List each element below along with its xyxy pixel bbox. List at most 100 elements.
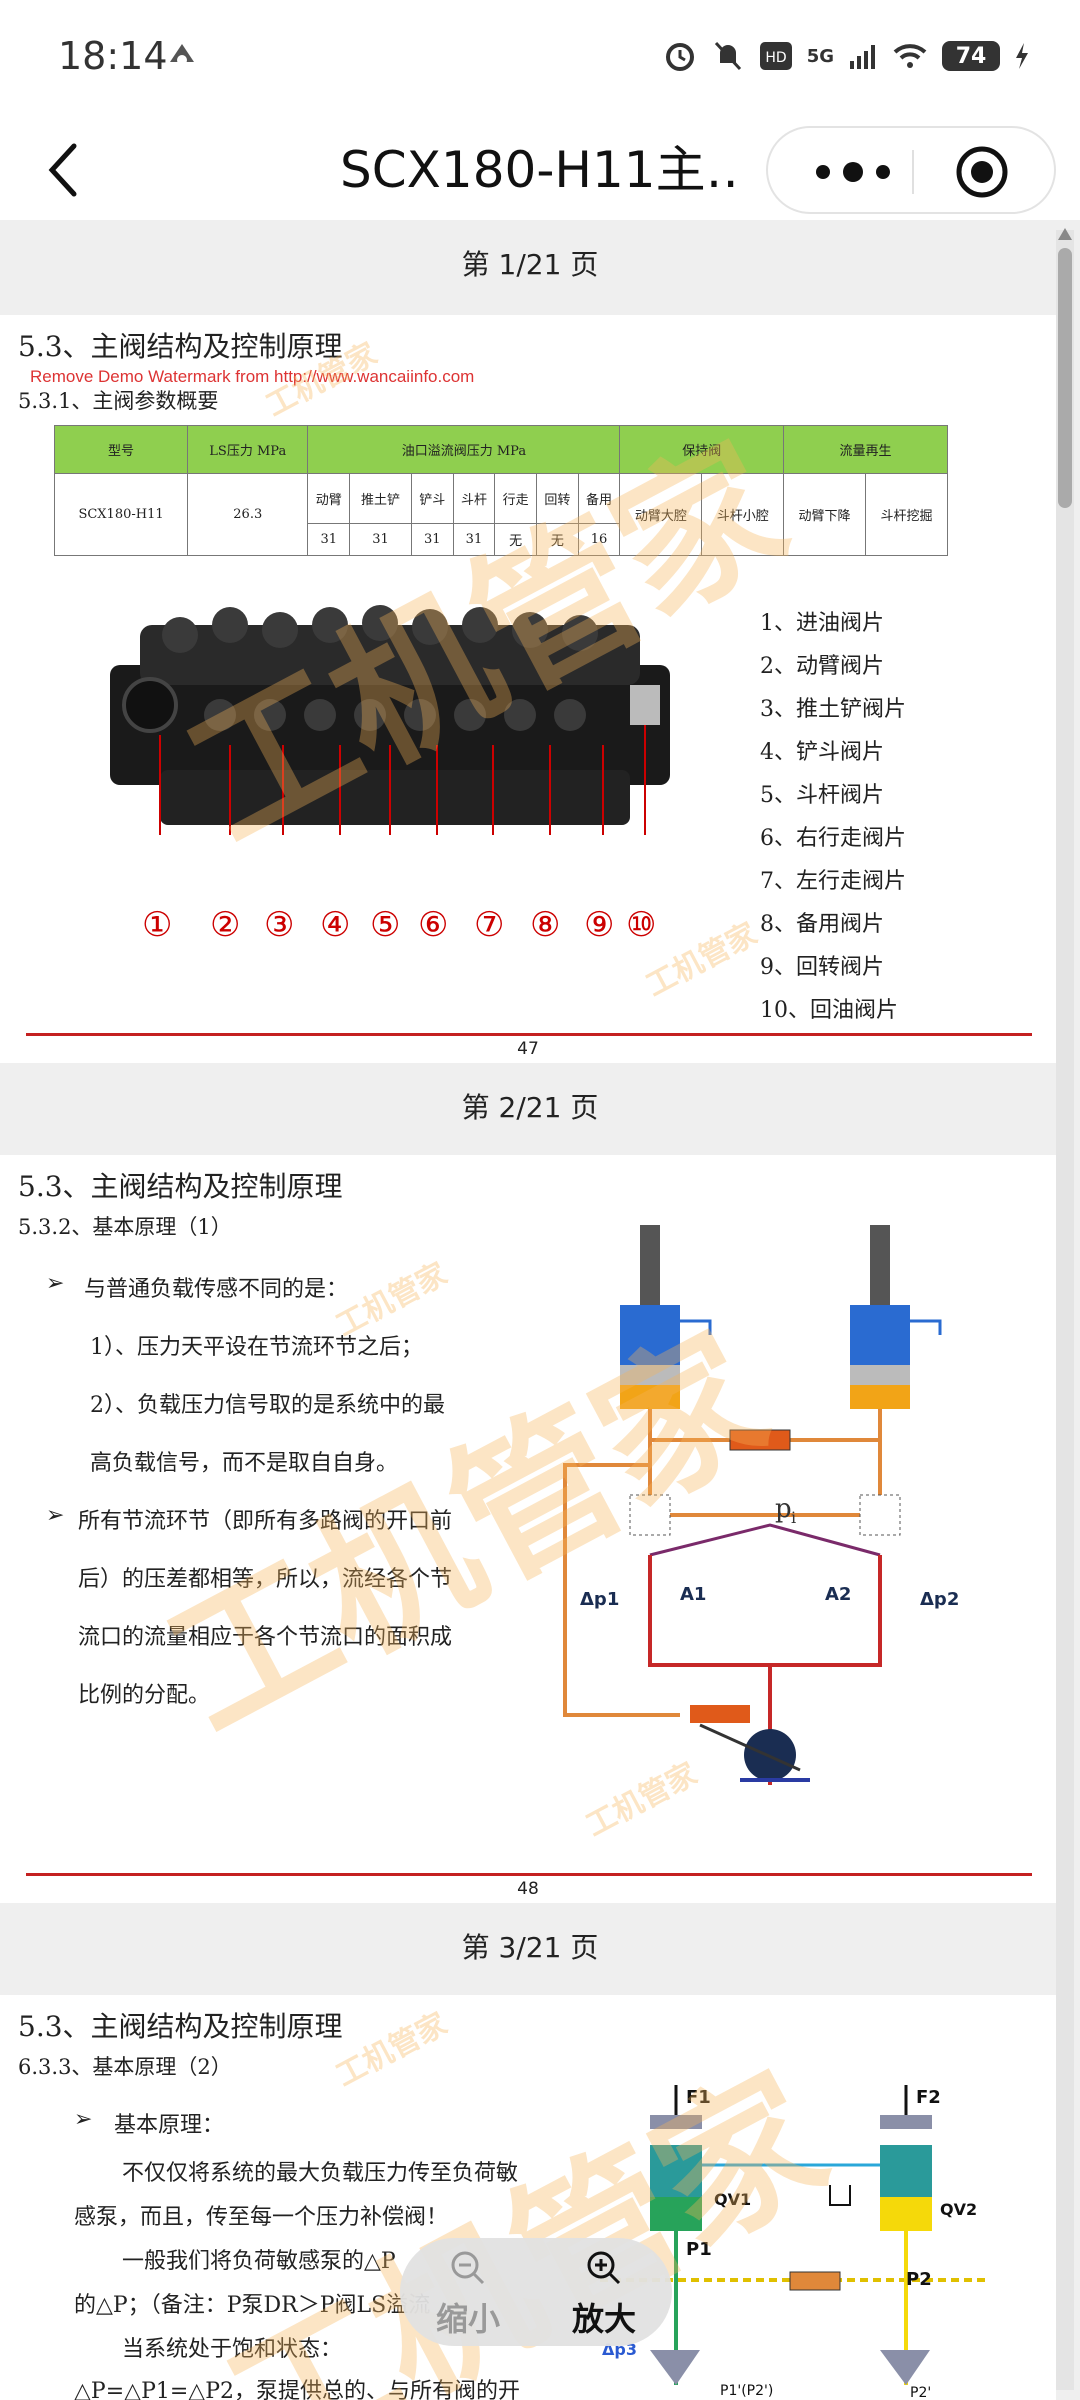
- relief-value: 31: [410, 523, 454, 556]
- page-label-1: 第 1/21 页: [461, 248, 599, 281]
- callout-4: ④: [320, 905, 351, 945]
- regen-name: 斗杆挖掘: [864, 473, 949, 556]
- legend-item: 5、斗杆阀片: [760, 783, 884, 808]
- page-1-title: 5.3、主阀结构及控制原理: [18, 330, 343, 363]
- relief-value: 16: [577, 523, 621, 556]
- legend-item: 6、右行走阀片: [760, 826, 906, 851]
- bullet-arrow: ➢: [46, 1503, 65, 1528]
- zoom-out-label: 缩小: [435, 2300, 500, 2338]
- more-icon[interactable]: [808, 156, 898, 188]
- page-rule: [26, 1033, 1032, 1036]
- bullet-arrow: ➢: [74, 2107, 93, 2132]
- bullet-arrow: ➢: [46, 1271, 65, 1296]
- bullet-text: 后）的压差都相等，所以，流经各个节: [78, 1567, 453, 1592]
- callout-5: ⑤: [370, 905, 401, 945]
- bullet-text: 基本原理：: [114, 2113, 225, 2138]
- bullet-text: 比例的分配。: [78, 1683, 211, 1708]
- bullet-text: 所有节流环节（即所有多路阀的开口前: [78, 1509, 453, 1534]
- status-time: 18:14: [58, 34, 168, 78]
- legend-item: 1、进油阀片: [760, 611, 884, 636]
- hydraulic-circuit-diagram: p i A1 A2 Δp1 Δp2: [563, 1225, 959, 1785]
- callout-7: ⑦: [474, 905, 505, 945]
- page-1-subtitle: 5.3.1、主阀参数概要: [18, 389, 219, 413]
- legend-item: 2、动臂阀片: [760, 654, 884, 679]
- bullet-text: 流口的流量相应于各个节流口的面积成: [78, 1625, 453, 1650]
- hold-name: 动臂大腔: [619, 473, 703, 556]
- wifi-icon: [893, 44, 927, 68]
- list-item: 高负载信号，而不是取自自身。: [90, 1451, 399, 1476]
- document-page-1: 5.3、主阀结构及控制原理 Remove Demo Watermark from…: [0, 315, 1056, 1063]
- page-label-2: 第 2/21 页: [461, 1091, 599, 1124]
- zoom-in-icon: [587, 2251, 621, 2285]
- page-3-subtitle: 6.3.3、基本原理（2）: [18, 2055, 232, 2079]
- label-dp2: Δp2: [920, 1589, 959, 1610]
- label-p1-prime: P1'(P2'): [720, 2383, 773, 2399]
- charging-icon: [1016, 43, 1028, 69]
- callout-1: ①: [142, 905, 173, 945]
- th-ls: LS压力 MPa: [187, 425, 309, 474]
- label-a2: A2: [825, 1584, 851, 1605]
- label-qv1: QV1: [714, 2190, 751, 2209]
- relief-name: 推土铲: [349, 473, 412, 524]
- back-icon[interactable]: [38, 132, 98, 208]
- td-ls: 26.3: [187, 473, 309, 556]
- scrollbar-track[interactable]: [1056, 230, 1074, 2390]
- page-label-3: 第 3/21 页: [461, 1931, 599, 1964]
- th-model: 型号: [53, 425, 189, 474]
- label-f1: F1: [686, 2087, 711, 2108]
- relief-name: 动臂: [307, 473, 351, 524]
- relief-name: 行走: [494, 473, 537, 524]
- relief-value: 无: [494, 523, 537, 556]
- close-target-icon[interactable]: [954, 144, 1010, 200]
- callout-2: ②: [210, 905, 241, 945]
- network-type: 5G: [806, 45, 834, 67]
- svg-text:HD: HD: [765, 50, 786, 66]
- callout-10: ⑩: [626, 905, 657, 945]
- legend-item: 10、回油阀片: [760, 998, 898, 1023]
- page-number: 47: [517, 1039, 539, 1059]
- capsule-divider: [912, 150, 914, 194]
- page-2-subtitle: 5.3.2、基本原理（1）: [18, 1215, 232, 1239]
- zoom-out-button[interactable]: 缩小: [400, 2238, 536, 2346]
- mini-program-capsule: [766, 126, 1056, 214]
- nav-title: SCX180-H11主…: [340, 141, 740, 199]
- list-item: 2）、负载压力信号取的是系统中的最: [90, 1393, 445, 1418]
- legend-item: 8、备用阀片: [760, 912, 884, 937]
- body-line: 当系统处于饱和状态：: [122, 2337, 343, 2362]
- label-dp1: Δp1: [580, 1589, 619, 1610]
- relief-value: 31: [349, 523, 412, 556]
- alarm-icon: [665, 43, 694, 71]
- spec-table: 型号 LS压力 MPa 油口溢流阀压力 MPa 保持阀 流量再生 SCX180-…: [53, 425, 949, 556]
- callout-3: ③: [264, 905, 295, 945]
- mute-icon: [714, 41, 741, 71]
- body-line: △P=△P1=△P2，泵提供总的、与所有阀的开: [74, 2379, 521, 2400]
- page-3-title: 5.3、主阀结构及控制原理: [18, 2010, 343, 2043]
- demo-watermark-text: Remove Demo Watermark from http://www.wa…: [30, 367, 475, 386]
- label-f2: F2: [916, 2087, 941, 2108]
- hold-name: 斗杆小腔: [701, 473, 785, 556]
- th-regen: 流量再生: [783, 425, 948, 474]
- scrollbar-thumb[interactable]: [1058, 248, 1072, 508]
- label-pi-sub: i: [791, 1508, 796, 1527]
- page-rule: [26, 1873, 1032, 1876]
- body-line: 一般我们将负荷敏感泵的△P: [122, 2249, 396, 2274]
- signal-icon: [850, 45, 875, 69]
- battery-icon: 74: [942, 41, 1000, 71]
- legend-item: 4、铲斗阀片: [760, 740, 884, 765]
- brand-watermark-small: 工机管家: [330, 2006, 453, 2094]
- zoom-controls: 缩小 放大: [400, 2238, 672, 2346]
- legend-item: 7、左行走阀片: [760, 869, 906, 894]
- td-model: SCX180-H11: [53, 473, 189, 556]
- document-viewer[interactable]: 第 1/21 页 5.3、主阀结构及控制原理 Remove Demo Water…: [0, 220, 1080, 2400]
- status-icons: HD 5G 74: [663, 36, 1030, 76]
- relief-name: 备用: [577, 473, 621, 524]
- label-a1: A1: [680, 1584, 706, 1605]
- label-qv2: QV2: [940, 2200, 977, 2219]
- hd-icon: HD: [759, 42, 792, 70]
- callout-9: ⑨: [584, 905, 615, 945]
- scroll-up-arrow-icon[interactable]: [1058, 228, 1072, 240]
- callout-6: ⑥: [418, 905, 449, 945]
- zoom-in-button[interactable]: 放大: [536, 2238, 672, 2346]
- th-hold: 保持阀: [619, 425, 785, 474]
- th-relief: 油口溢流阀压力 MPa: [307, 425, 621, 474]
